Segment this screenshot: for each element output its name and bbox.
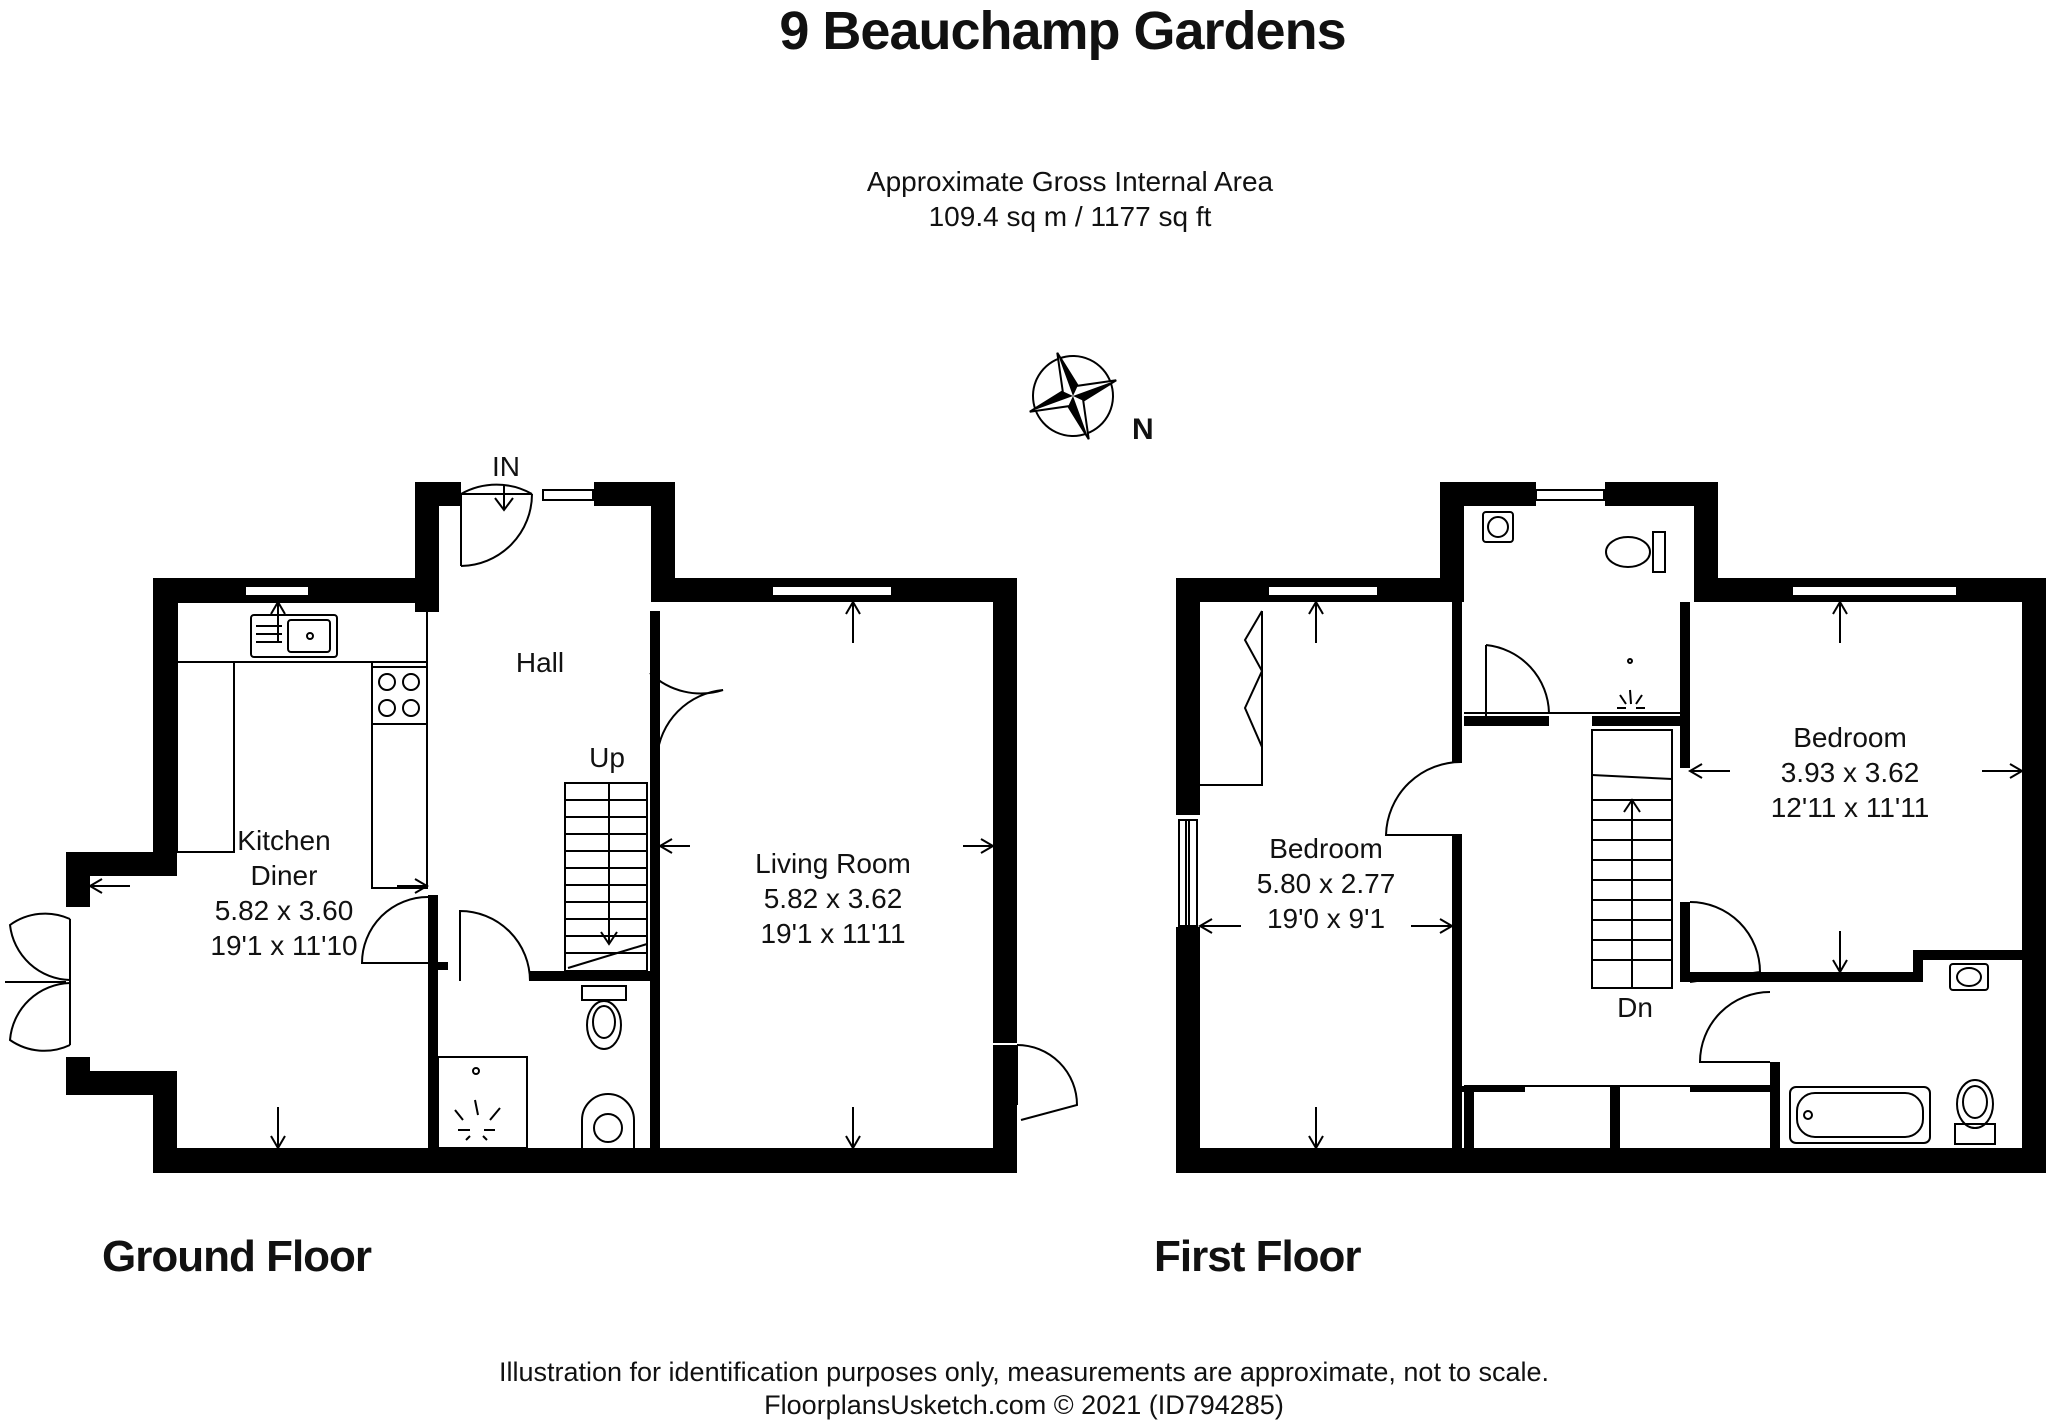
stairs-down-label: Dn bbox=[1617, 992, 1653, 1023]
compass-icon bbox=[1029, 352, 1117, 440]
living-room-imperial: 19'1 x 11'11 bbox=[760, 918, 906, 949]
hall-label: Hall bbox=[515, 647, 565, 678]
bedroom-right-name: Bedroom bbox=[1793, 722, 1907, 753]
kitchen-name-line1: Kitchen bbox=[237, 825, 331, 856]
ground-floor-walls bbox=[66, 482, 1017, 1173]
entrance-label: IN bbox=[492, 451, 520, 482]
kitchen-imperial: 19'1 x 11'10 bbox=[210, 930, 358, 961]
bedroom-left-imperial: 19'0 x 9'1 bbox=[1266, 903, 1386, 934]
bedroom-left-name: Bedroom bbox=[1269, 833, 1383, 864]
bedroom-right-imperial: 12'11 x 11'11 bbox=[1770, 792, 1930, 823]
property-title: 9 Beauchamp Gardens bbox=[779, 1, 1346, 61]
stairs-up-label: Up bbox=[589, 742, 625, 773]
copyright-text: FloorplansUsketch.com © 2021 (ID794285) bbox=[764, 1390, 1284, 1420]
first-floor-title: First Floor bbox=[1154, 1232, 1362, 1281]
ground-floor-title: Ground Floor bbox=[102, 1232, 372, 1281]
area-label: Approximate Gross Internal Area bbox=[866, 166, 1274, 197]
bedroom-left-metric: 5.80 x 2.77 bbox=[1256, 868, 1396, 899]
kitchen-metric: 5.82 x 3.60 bbox=[214, 895, 354, 926]
living-room-name: Living Room bbox=[755, 848, 911, 879]
bedroom-right-metric: 3.93 x 3.62 bbox=[1780, 757, 1920, 788]
kitchen-name-line2: Diner bbox=[250, 860, 318, 891]
area-value: 109.4 sq m / 1177 sq ft bbox=[928, 201, 1212, 232]
disclaimer-text: Illustration for identification purposes… bbox=[498, 1357, 1550, 1387]
living-room-metric: 5.82 x 3.62 bbox=[763, 883, 903, 914]
compass-north-label: N bbox=[1132, 413, 1154, 446]
first-floor-walls bbox=[1176, 482, 2046, 1173]
